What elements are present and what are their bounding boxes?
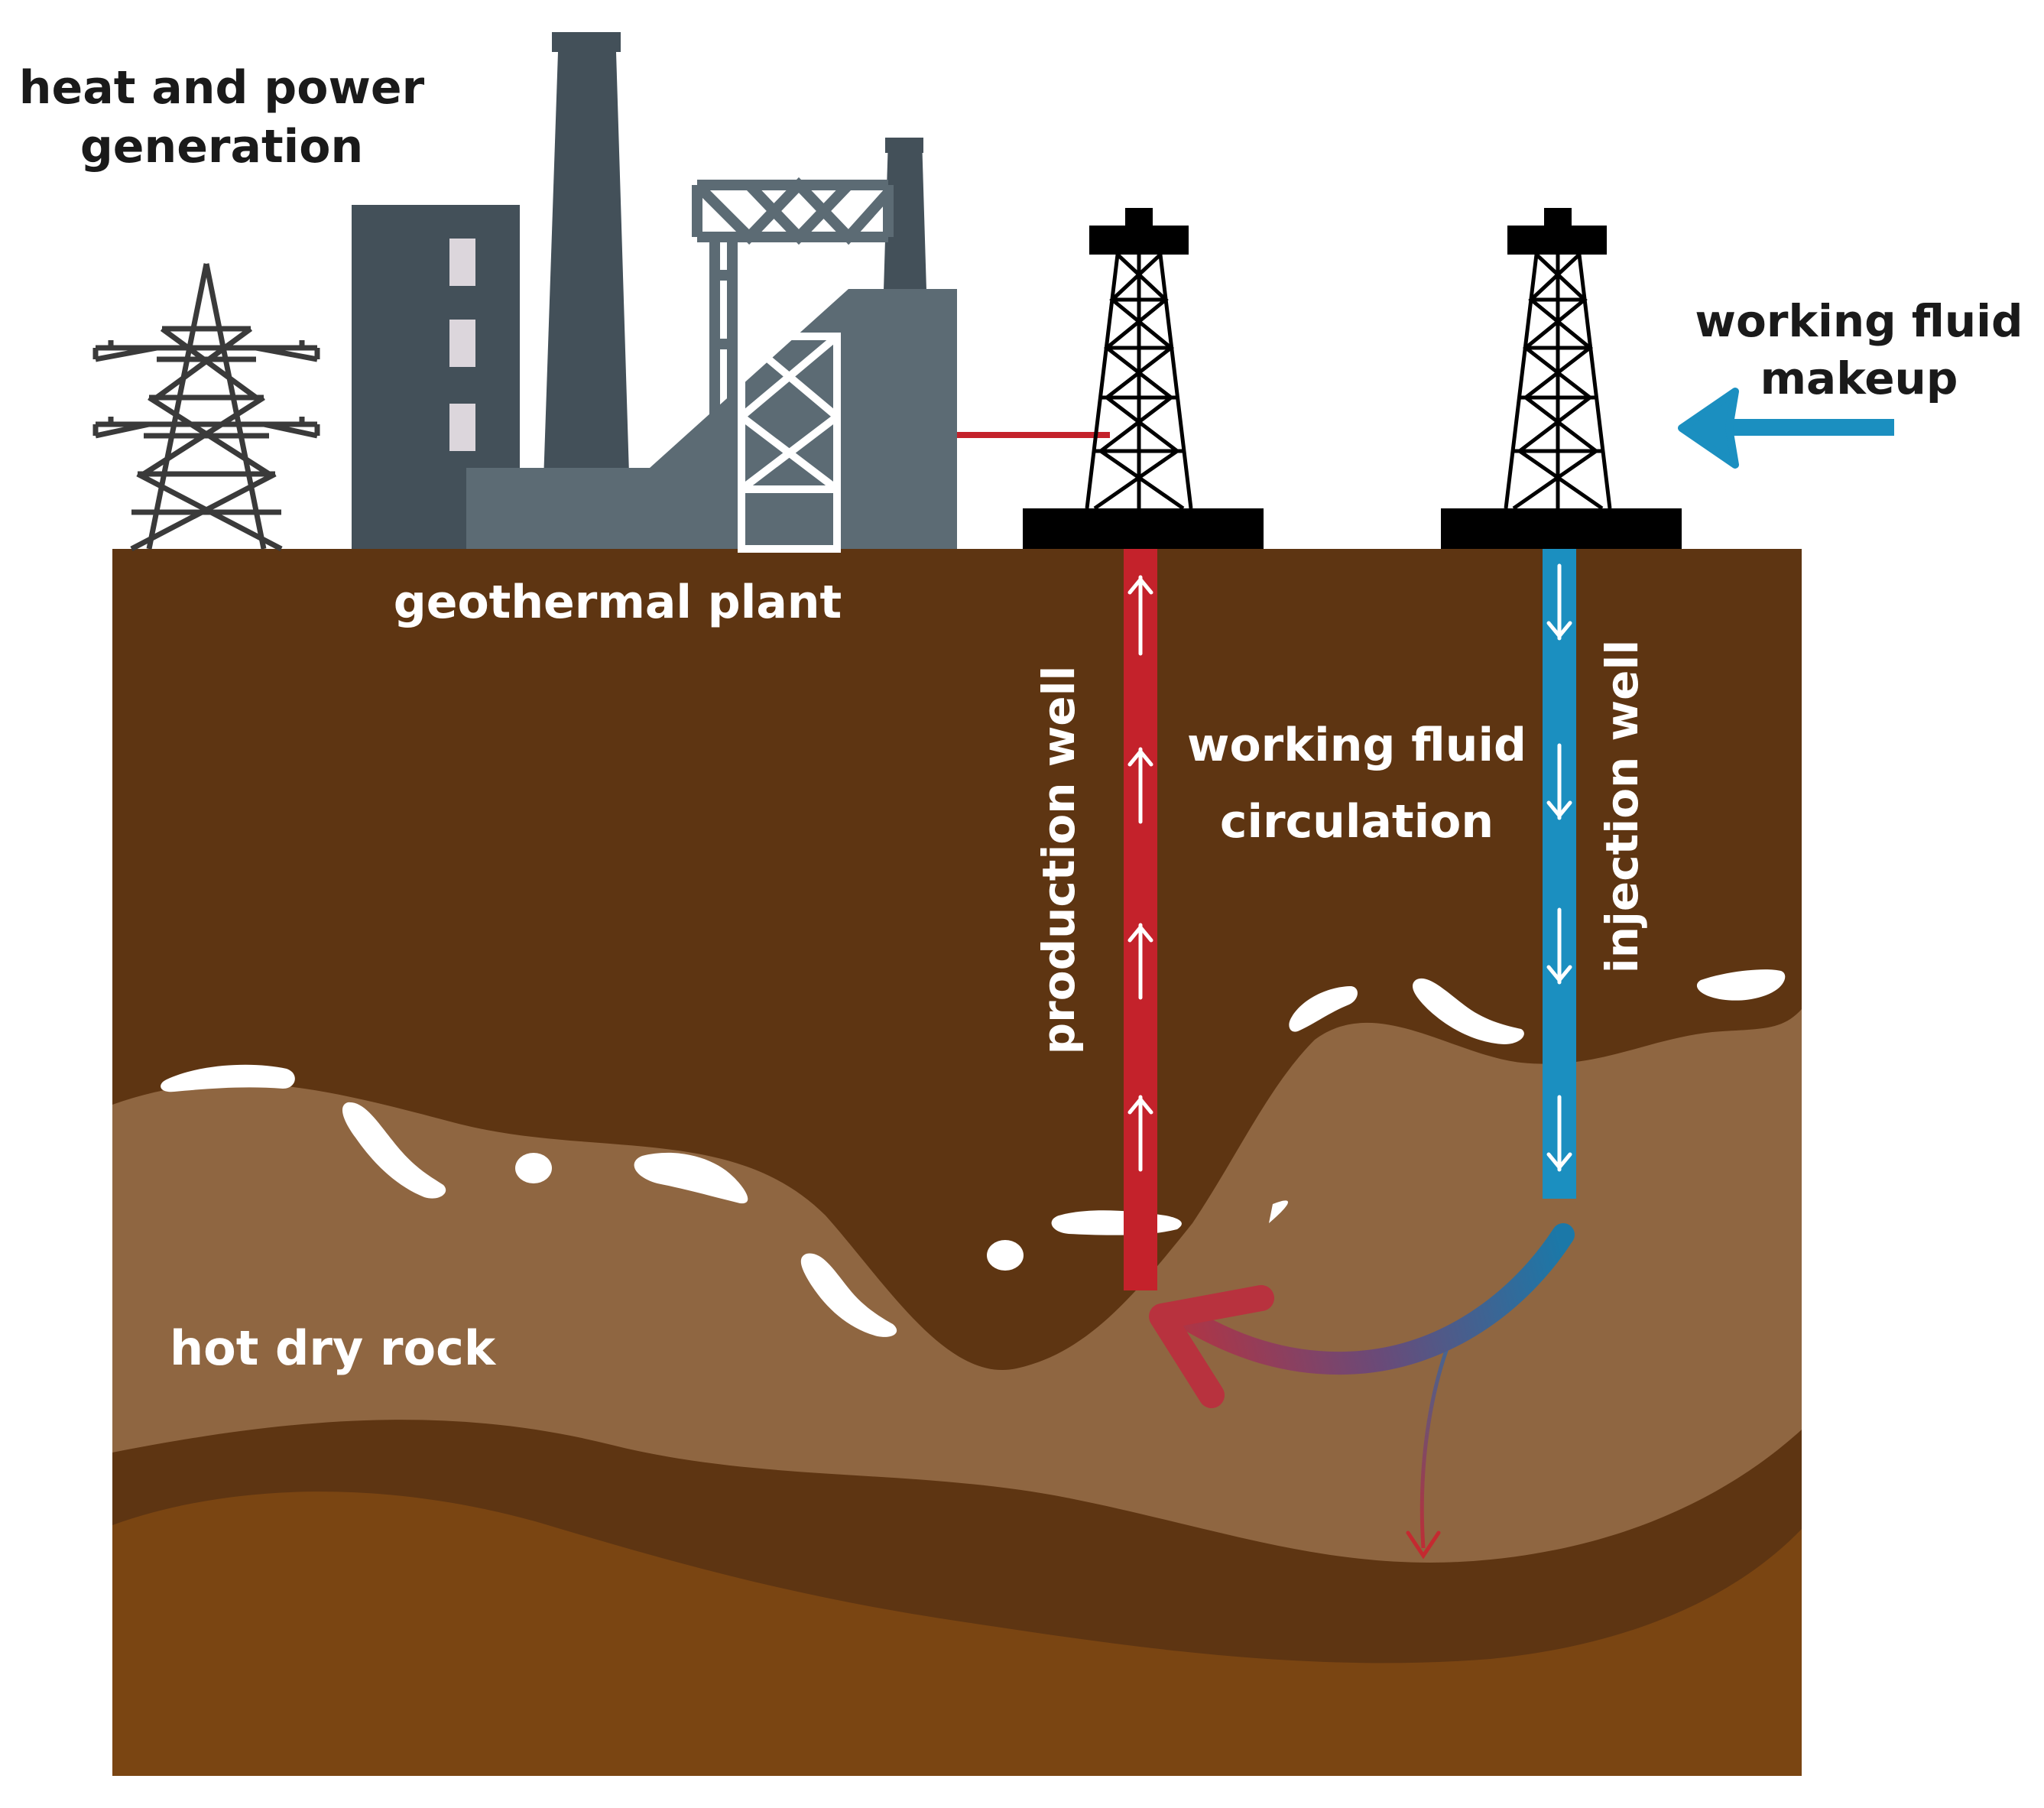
window <box>449 239 475 286</box>
fracture <box>1269 1200 1288 1223</box>
fracture <box>342 1102 446 1199</box>
arrow-up-icon <box>1127 575 1153 1172</box>
production-well <box>1124 549 1157 1290</box>
tall-chimney-stack <box>541 52 631 549</box>
fracture <box>800 1253 897 1337</box>
arrow-down-icon <box>1546 563 1572 1172</box>
injection-pipe <box>1543 549 1576 1199</box>
working-fluid-makeup-label-line1: working fluid <box>1695 295 2023 347</box>
window <box>449 404 475 451</box>
underground <box>112 549 1802 1776</box>
bottom-layer <box>112 1492 1802 1776</box>
fractures <box>161 969 1786 1337</box>
drilling-rig-icon <box>1441 208 1682 549</box>
fracture <box>515 1153 552 1183</box>
geothermal-plant-label: geothermal plant <box>394 576 842 629</box>
small-chimney <box>884 138 926 291</box>
fracture <box>987 1240 1024 1271</box>
working-fluid-makeup-label-line2: makeup <box>1760 352 1958 404</box>
drilling-rig-icon <box>1023 208 1264 549</box>
injection-well-label: injection well <box>1596 640 1648 973</box>
thin-downflow-line <box>1419 1333 1455 1549</box>
power-pylon-icon <box>92 263 320 552</box>
plant-trusses <box>738 333 841 553</box>
thin-arrowhead <box>1406 1530 1441 1560</box>
plant-pipe <box>957 432 1110 438</box>
fracture <box>1289 986 1358 1032</box>
flow-arrows <box>1149 1223 1575 1560</box>
tall-chimney <box>552 32 621 52</box>
heat-power-label-line2: generation <box>80 120 363 174</box>
injection-well <box>1543 549 1576 1199</box>
geothermal-plant-building <box>352 32 1110 553</box>
circulation-label-line1: working fluid <box>1187 719 1527 772</box>
production-pipe <box>1124 549 1157 1290</box>
makeup-arrow-icon <box>1678 388 1894 469</box>
circulation-flow-arrow <box>1170 1223 1575 1375</box>
production-well-label: production well <box>1033 666 1085 1055</box>
fracture <box>634 1152 748 1204</box>
fracture <box>1696 969 1786 1001</box>
circulation-arrowhead <box>1149 1285 1274 1408</box>
small-chimney-cap <box>885 138 923 153</box>
window <box>449 320 475 367</box>
heat-power-label-line1: heat and power <box>19 61 425 115</box>
fracture <box>1413 978 1524 1044</box>
hot-dry-rock-label: hot dry rock <box>170 1320 497 1376</box>
circulation-label-line2: circulation <box>1220 795 1494 849</box>
fracture <box>161 1064 295 1092</box>
